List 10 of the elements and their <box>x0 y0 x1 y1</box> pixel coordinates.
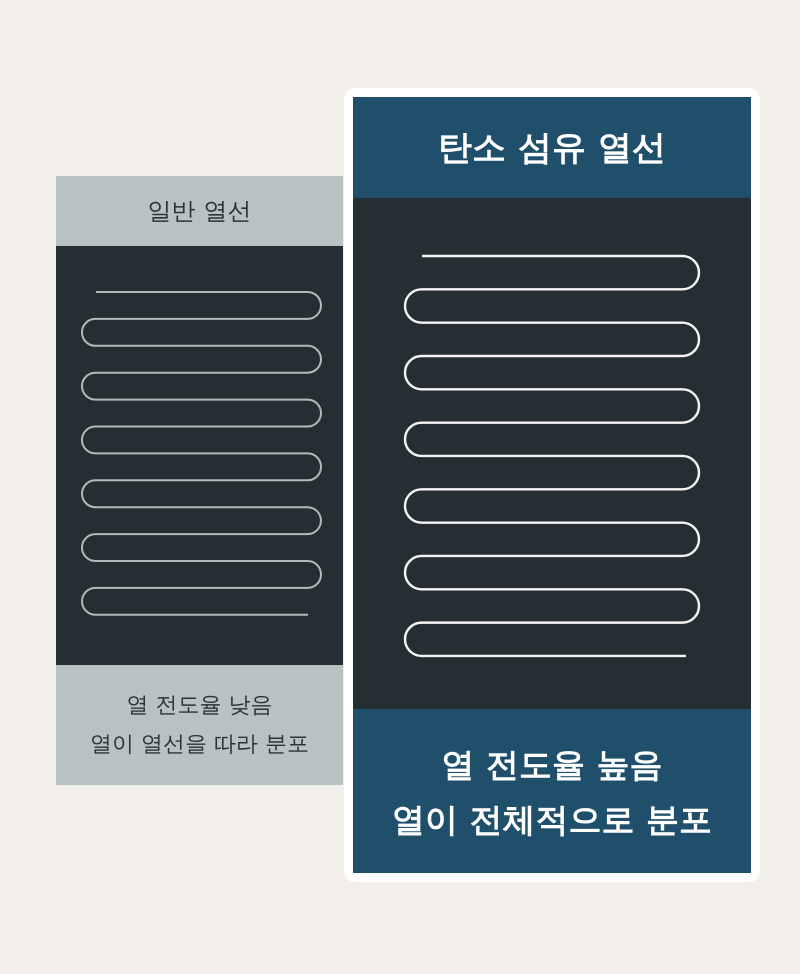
header-band <box>56 176 343 246</box>
caption-text: 열 전도율 낮음 <box>126 692 272 720</box>
header-band <box>353 97 751 198</box>
footer-band <box>353 709 751 873</box>
footer-band <box>56 665 343 785</box>
caption-text: 열이 열선을 따라 분포 <box>90 731 309 759</box>
caption-text: 열이 전체적으로 분포 <box>392 799 712 841</box>
panel-title: 일반 열선 <box>148 196 252 227</box>
caption-text: 열 전도율 높음 <box>442 744 662 786</box>
panel-title: 탄소 섬유 열선 <box>438 126 666 170</box>
